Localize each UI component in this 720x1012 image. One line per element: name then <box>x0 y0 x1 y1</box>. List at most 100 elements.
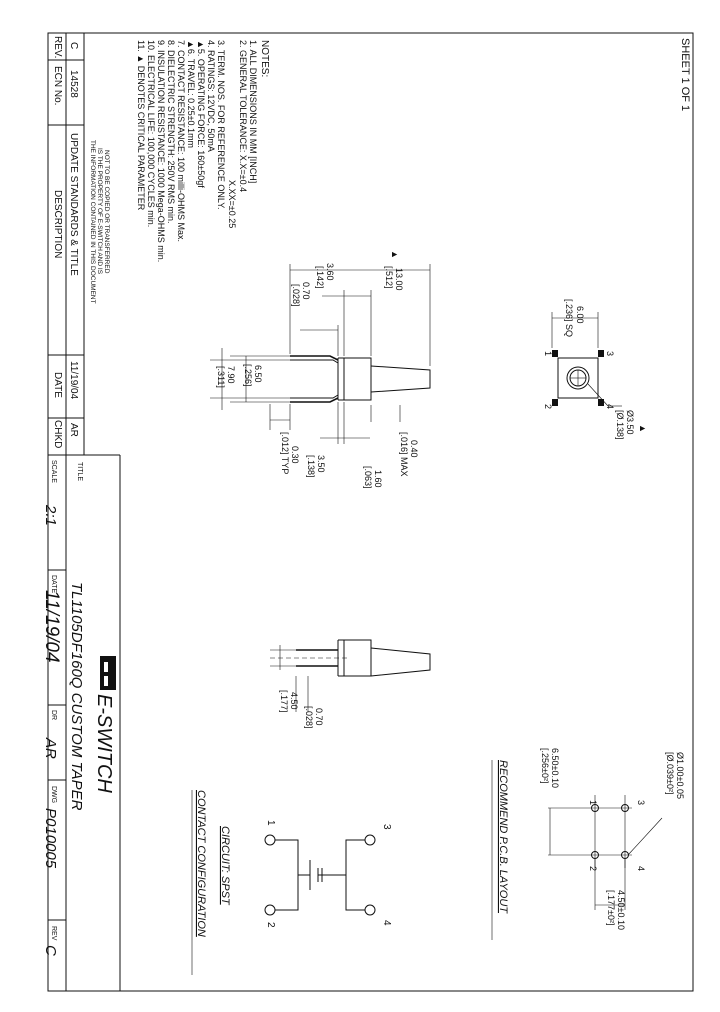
top-pin-label: 1 <box>543 351 553 356</box>
dim-text: [Ø.039±0²] <box>665 752 675 794</box>
note-line: 11. ▲ DENOTES CRITICAL PARAMETER <box>136 40 146 211</box>
title-block: TITLE TL1105DF160Q CUSTOM TAPER E-SWITCH… <box>41 455 121 991</box>
pcb-pin-label: 4 <box>636 866 646 871</box>
dim-text: Ø3.50 <box>625 410 635 435</box>
dim-text: 7.90 <box>226 366 236 384</box>
note-line: 2. GENERAL TOLERANCE: X.X=±0.4 <box>238 40 248 192</box>
note-line: X.XX=±0.25 <box>227 180 237 228</box>
dim-text: [.142] <box>315 266 325 289</box>
note-line: ▲6. TRAVEL: 0.25±0.1mm <box>186 40 196 148</box>
sheet-label: SHEET 1 OF 1 <box>679 38 691 111</box>
top-pin-label: 3 <box>605 351 615 356</box>
logo-text: E-SWITCH <box>93 694 115 793</box>
top-pin-label: 4 <box>605 404 615 409</box>
circuit-pin-label: 1 <box>265 820 276 826</box>
top-pin-label: 2 <box>543 404 553 409</box>
note-line: 7. CONTACT RESISTANCE: 100 milli-OHMS Ma… <box>176 40 186 242</box>
pcb-layout: 3 4 1 2 Ø1.00±0.05 [Ø.039±0²] 6.50±0.10 … <box>491 748 685 940</box>
dim-text: [.138] <box>306 455 316 478</box>
rev-header-date: DATE <box>52 372 63 398</box>
critical-marker: ▲ <box>638 424 648 433</box>
circuit-pin-label: 3 <box>381 824 392 830</box>
dim-text: 3.60 <box>325 263 335 281</box>
dim-text: 13.00 <box>394 268 404 291</box>
dim-text: [.028] <box>304 706 314 729</box>
note-line: 1. ALL DIMENSIONS IN MM [INCH] <box>248 40 258 183</box>
dim-text: [.256] <box>243 364 253 387</box>
dim-text: [.012] TYP <box>280 432 290 474</box>
date-label: DATE <box>50 575 57 593</box>
circuit-pin-label: 2 <box>265 922 276 928</box>
dim-text: [.256±0²] <box>540 748 550 783</box>
rev-value-tb: C <box>42 945 59 956</box>
pcb-pin-label: 3 <box>636 800 646 805</box>
circuit-diagram: 1 2 3 4 CIRCUIT: SPST CONTACT CONFIGURAT… <box>191 790 392 975</box>
dr-value: AR <box>42 737 59 759</box>
rev-header-ecn: ECN No. <box>52 66 63 105</box>
note-line: 9. INSULATION RESISTANCE: 1000 Mega-OHMS… <box>156 40 166 262</box>
pcb-pin-label: 1 <box>588 800 598 805</box>
desc-value: UPDATE STANDARDS & TITLE <box>68 133 79 276</box>
dim-text: 0.70 <box>314 708 324 726</box>
dr-label: DR <box>50 710 57 720</box>
note-line: ▲5. OPERATING FORCE: 160±50gf <box>196 40 206 188</box>
scale-value: 2:1 <box>42 504 59 526</box>
notes-block: NOTES: 1. ALL DIMENSIONS IN MM [INCH] 2.… <box>136 40 270 262</box>
dim-text: [.236] SQ <box>564 299 574 337</box>
dim-text: 6.50±0.10 <box>550 748 560 788</box>
rev-header-chkd: CHKD <box>52 420 63 448</box>
dim-text: [Ø.138] <box>615 410 625 440</box>
rev-header-desc: DESCRIPTION <box>52 190 63 258</box>
dim-text: 6.00 <box>575 306 585 324</box>
dwg-label: DWG <box>50 786 57 803</box>
circuit-subtitle: CONTACT CONFIGURATION <box>195 790 207 937</box>
dim-text: 6.50 <box>253 365 263 383</box>
dim-text: [.177] <box>279 690 289 713</box>
dim-text: [.016] MAX <box>399 432 409 477</box>
title-label: TITLE <box>76 462 83 481</box>
ecn-value: 14528 <box>68 70 79 98</box>
date-value: 11/19/04 <box>68 361 79 400</box>
circuit-pin-label: 4 <box>381 920 392 926</box>
e-switch-logo: E-SWITCH <box>93 656 116 793</box>
scale-label: SCALE <box>50 460 57 483</box>
chkd-value: AR <box>68 423 79 437</box>
dim-text: [.177±0²] <box>606 890 616 925</box>
pcb-pin-label: 2 <box>588 866 598 871</box>
dim-text: 0.70 <box>301 282 311 300</box>
confidential-line: NOT TO BE COPIED OR TRANSFERRED <box>103 150 110 274</box>
dim-text: 4.50 <box>289 692 299 710</box>
circuit-title: CIRCUIT: SPST <box>219 826 231 906</box>
rev-header-rev: REV. <box>52 36 63 58</box>
confidential-line: THE INFORMATION CONTAINED IN THIS DOCUME… <box>89 140 96 304</box>
dim-text: 1.60 <box>373 470 383 488</box>
dim-text: [.512] <box>384 266 394 289</box>
critical-marker: ▲ <box>390 250 400 259</box>
confidential-line: IS THE PROPERTY OF E-SWITCH AND IS <box>96 148 103 275</box>
top-view: 1 2 3 4 ▲ Ø3.50 [Ø.138] 6.00 [.236] SQ <box>543 299 648 440</box>
drawing-title: TL1105DF160Q CUSTOM TAPER <box>68 582 85 811</box>
note-line: 8. DIELECTRIC STRENGTH: 250V RMS min. <box>166 40 176 224</box>
dim-text: 4.50±0.10 <box>616 890 626 930</box>
note-line: 10. ELECTRICAL LIFE: 100,000 CYCLES min. <box>146 40 156 227</box>
dim-text: [.063] <box>363 466 373 489</box>
pcb-title: RECOMMEND P.C.B. LAYOUT <box>497 760 509 914</box>
dim-text: Ø1.00±0.05 <box>675 752 685 799</box>
rev-value: C <box>68 42 79 49</box>
side-view: ▲ 13.00 [.512] 3.60 [.142] 0.70 [.028] 6… <box>210 250 431 489</box>
rev-label-tb: REV <box>50 926 57 941</box>
sheet-border <box>47 32 694 992</box>
dim-text: 3.50 <box>316 455 326 473</box>
dim-text: 0.40 <box>409 440 419 458</box>
end-view: 0.70 [.028] 4.50 [.177] <box>270 639 431 729</box>
dim-text: [.311] <box>216 366 226 388</box>
date-value: 11/19/04 <box>41 590 62 663</box>
revision-block: REV. ECN No. DESCRIPTION DATE CHKD C 145… <box>48 33 120 456</box>
note-line: 4. RATINGS: 12VDC, 50mA <box>206 40 216 152</box>
notes-heading: NOTES: <box>259 40 270 77</box>
note-line: 3. TERM. NOS. FOR REFERENCE ONLY. <box>216 40 226 210</box>
dim-text: 0.30 <box>290 446 300 464</box>
dim-text: [.028] <box>291 284 301 307</box>
dwg-value: P010005 <box>42 808 59 869</box>
